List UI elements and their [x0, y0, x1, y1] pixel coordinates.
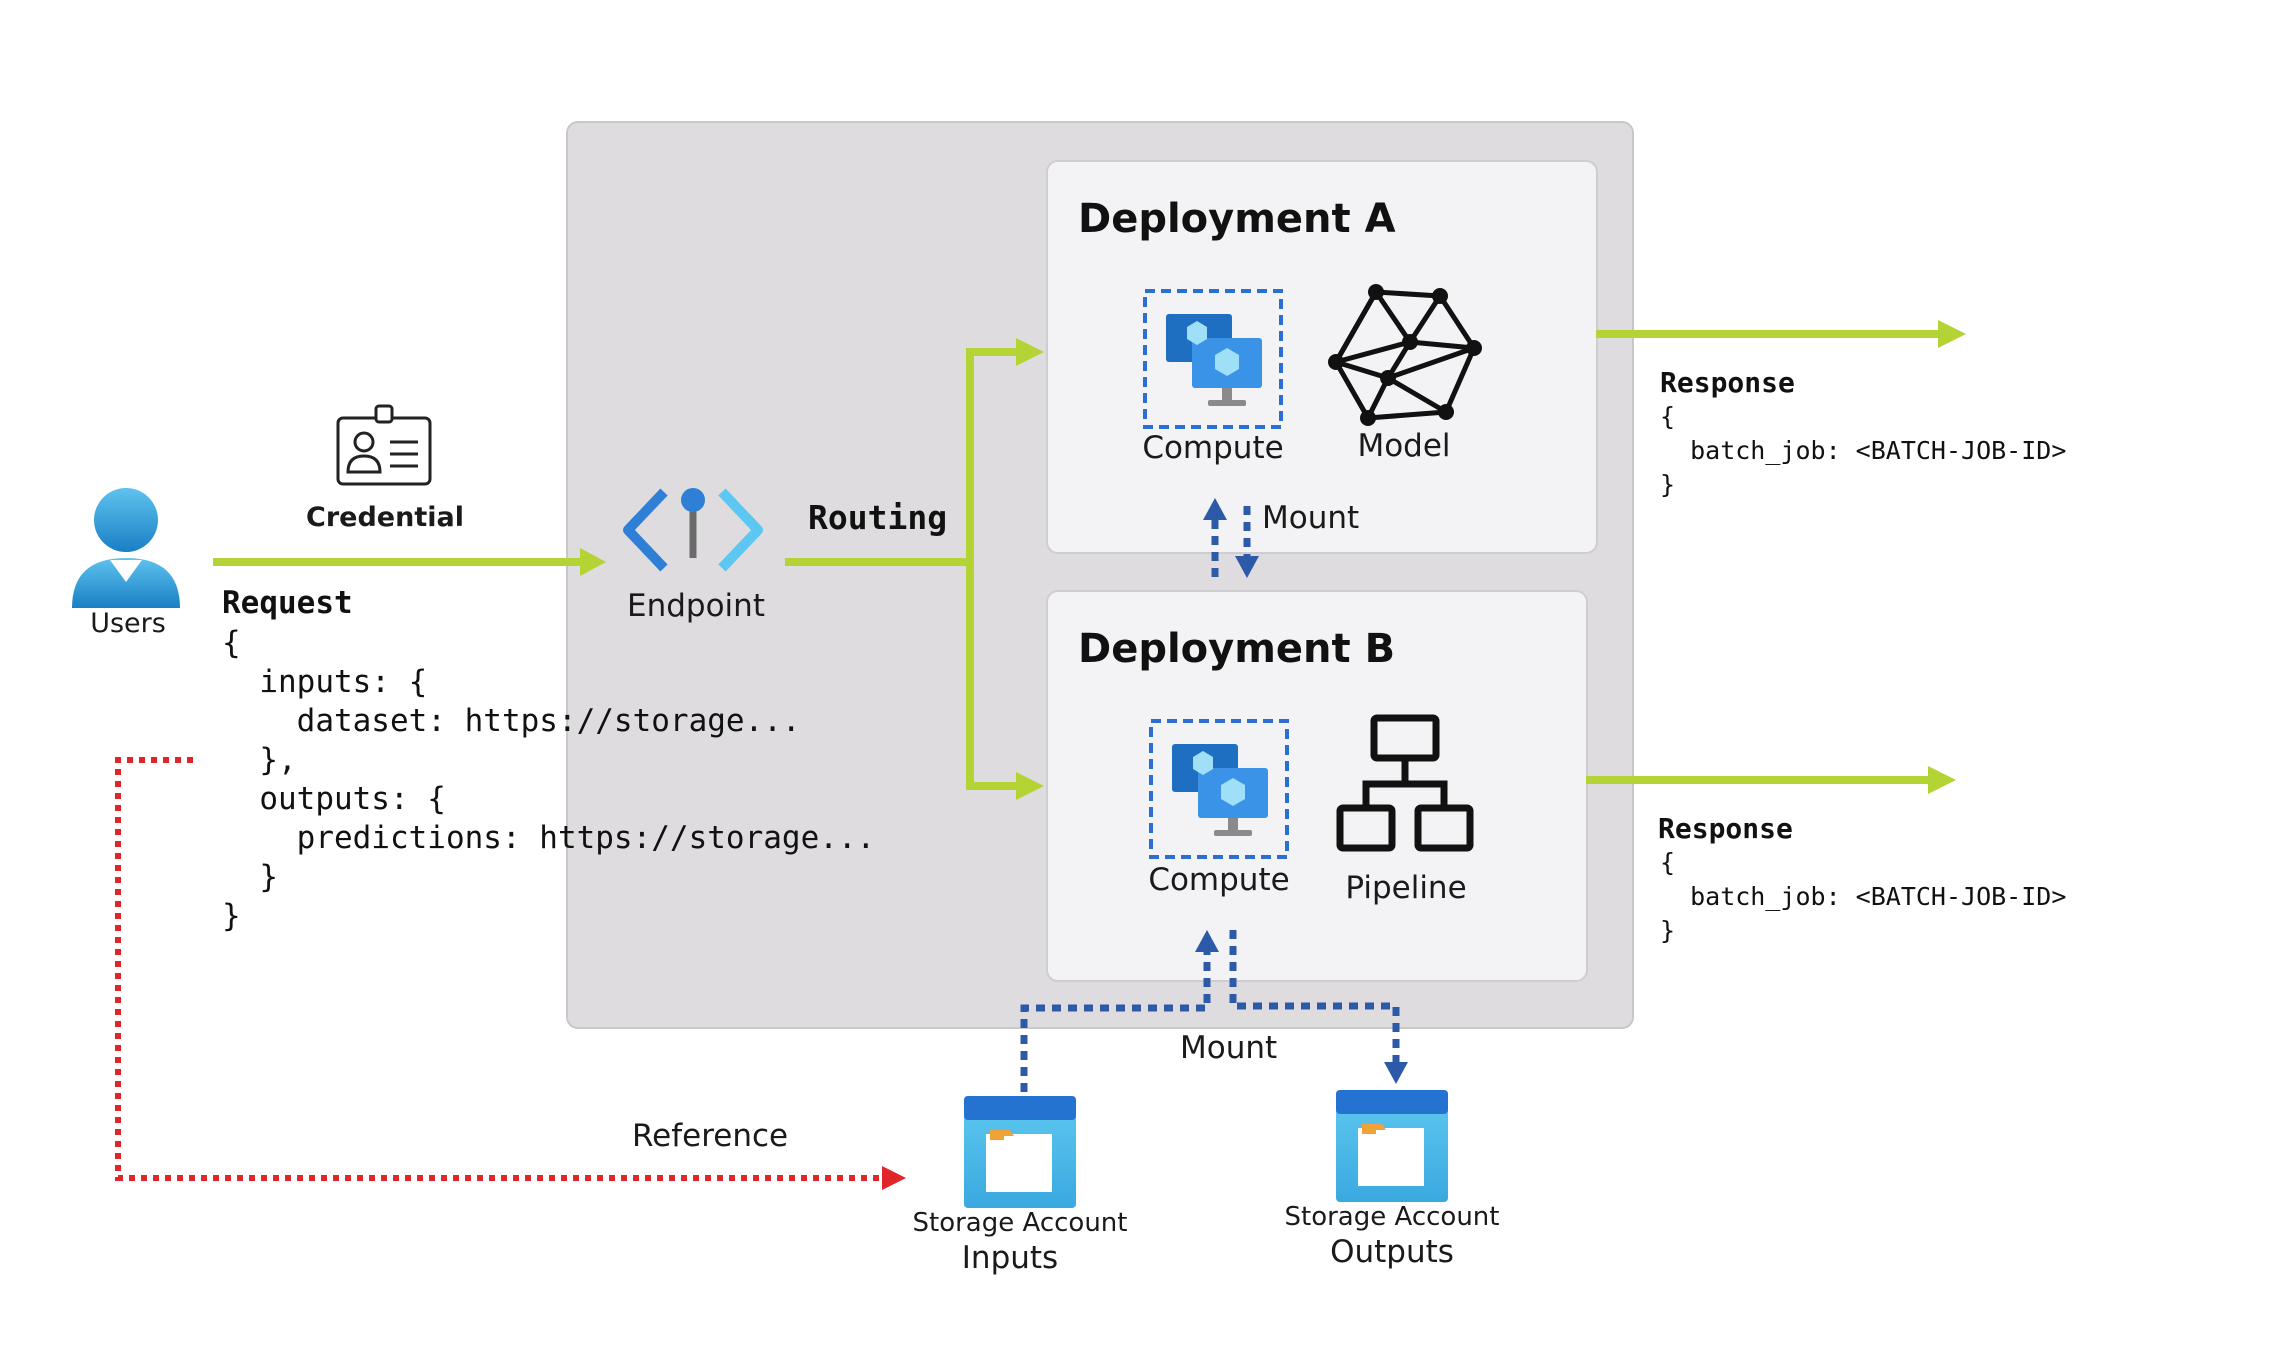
- response-a-line: }: [1660, 470, 1676, 499]
- mount-ab-arrows: [1203, 498, 1259, 578]
- response-b-line: }: [1660, 916, 1676, 945]
- routing-arrows: [785, 338, 1044, 800]
- model-label: Model: [1357, 428, 1451, 464]
- pipeline-icon: [1336, 714, 1474, 852]
- deployment-a-title: Deployment A: [1078, 196, 1396, 242]
- reference-label: Reference: [632, 1118, 789, 1154]
- users-label: Users: [90, 608, 166, 639]
- routing-label: Routing: [808, 498, 948, 537]
- response-a-title: Response: [1660, 366, 1795, 399]
- response-b-line: batch_job: <BATCH-JOB-ID>: [1660, 882, 2067, 911]
- response-a-body: { batch_job: <BATCH-JOB-ID> }: [1660, 400, 2066, 502]
- storage-outputs-name: Outputs: [1330, 1234, 1454, 1270]
- request-line: }: [222, 898, 241, 934]
- deployment-b-title: Deployment B: [1078, 626, 1396, 672]
- credential-icon: [336, 404, 432, 486]
- storage-outputs-type-label: Storage Account: [1284, 1202, 1500, 1232]
- reference-arrow: [115, 757, 906, 1190]
- users-icon: [72, 488, 180, 608]
- request-line: dataset: https://storage...: [222, 703, 801, 739]
- request-flow-arrow: [213, 548, 606, 576]
- endpoint-icon: [623, 488, 763, 572]
- response-a-line: batch_job: <BATCH-JOB-ID>: [1660, 436, 2067, 465]
- credential-label: Credential: [306, 502, 464, 533]
- compute-icon: [1149, 719, 1289, 859]
- response-a-line: {: [1660, 402, 1676, 431]
- mount-ab-label: Mount: [1262, 500, 1360, 536]
- deployment-a-compute-label: Compute: [1142, 430, 1284, 466]
- endpoint-label: Endpoint: [627, 588, 765, 624]
- request-body: { inputs: { dataset: https://storage... …: [222, 624, 875, 936]
- response-b-arrow: [1586, 766, 1956, 794]
- response-b-title: Response: [1658, 812, 1793, 845]
- storage-inputs-type-label: Storage Account: [912, 1208, 1128, 1238]
- request-line: },: [222, 742, 297, 778]
- pipeline-label: Pipeline: [1345, 870, 1467, 906]
- request-title: Request: [222, 585, 353, 621]
- request-line: inputs: {: [222, 664, 428, 700]
- compute-icon: [1143, 289, 1283, 429]
- mount-storage-arrows: [1020, 930, 1408, 1092]
- request-line: outputs: {: [222, 781, 446, 817]
- model-icon: [1328, 284, 1482, 426]
- storage-inputs-name: Inputs: [961, 1240, 1059, 1276]
- request-line: }: [222, 859, 278, 895]
- deployment-a-box: [1046, 160, 1598, 554]
- response-b-line: {: [1660, 848, 1676, 877]
- storage-account-icon: [964, 1096, 1076, 1208]
- request-line: predictions: https://storage...: [222, 820, 876, 856]
- storage-account-icon: [1336, 1090, 1448, 1202]
- request-line: {: [222, 625, 241, 661]
- deployment-b-box: [1046, 590, 1588, 982]
- mount-storage-label: Mount: [1180, 1030, 1278, 1066]
- response-b-body: { batch_job: <BATCH-JOB-ID> }: [1660, 846, 2066, 948]
- deployment-b-compute-label: Compute: [1148, 862, 1290, 898]
- response-a-arrow: [1596, 320, 1966, 348]
